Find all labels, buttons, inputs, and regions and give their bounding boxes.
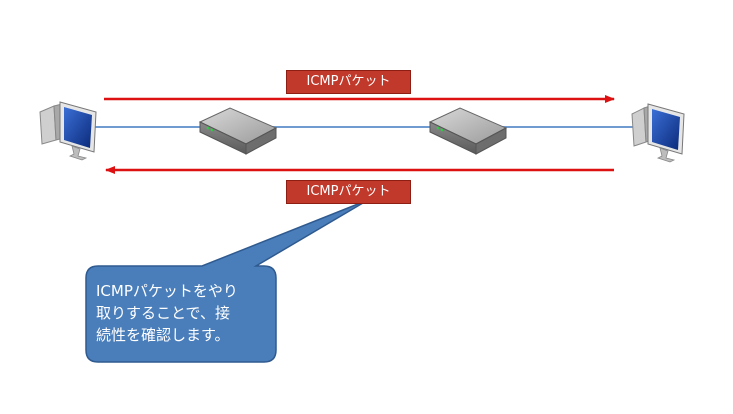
computer-left-icon	[39, 101, 97, 161]
callout-text: ICMPパケットをやり 取りすることで、接 続性を確認します。	[96, 282, 238, 344]
computer-right-icon	[631, 103, 685, 163]
packet-label-top: ICMPパケット	[286, 70, 411, 94]
callout-balloon	[85, 199, 369, 363]
packet-label-bottom: ICMPパケット	[286, 180, 411, 204]
switch-left-icon	[198, 107, 278, 155]
switch-right-icon	[428, 107, 508, 155]
